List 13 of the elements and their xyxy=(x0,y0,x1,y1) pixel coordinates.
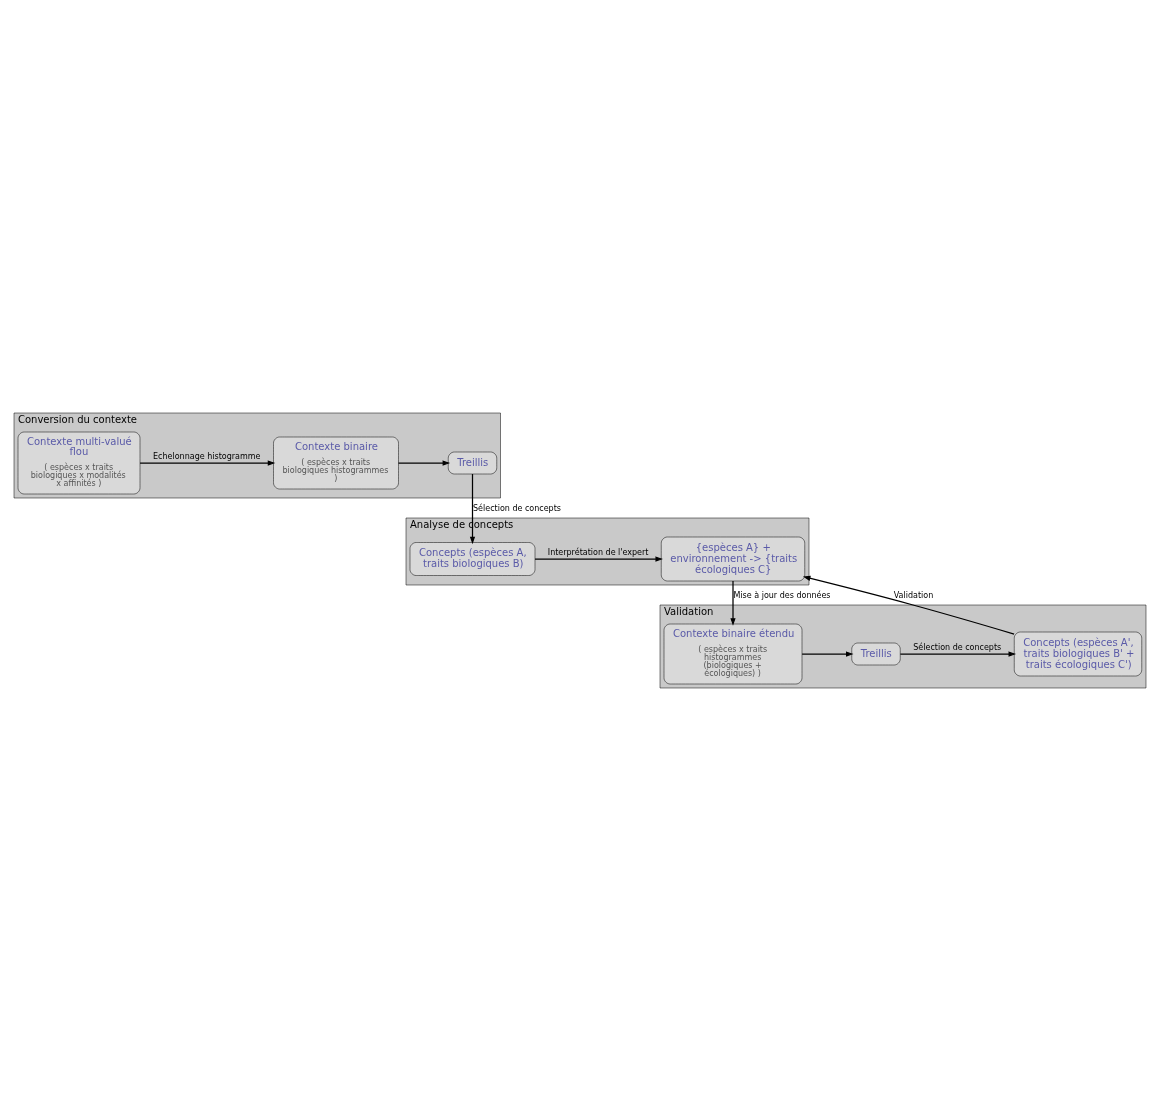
arrow xyxy=(730,580,736,626)
arrow xyxy=(534,556,663,562)
arrow xyxy=(802,575,1015,635)
arrow xyxy=(139,460,276,466)
arrow xyxy=(801,651,854,657)
arrow xyxy=(469,473,476,545)
arrow xyxy=(397,460,451,466)
arrow xyxy=(899,651,1017,657)
node-box: Concepts (espèces A, traits biologiques B) xyxy=(409,542,536,576)
node-box: {espèces A} + environnement -> {traits écologiques C} xyxy=(661,536,805,582)
node-box: Concepts (espèces A', traits biologiques B' + traits écologiques C') xyxy=(1014,631,1142,677)
node-box: Treillis xyxy=(851,642,901,666)
node-box: Treillis xyxy=(448,451,497,475)
